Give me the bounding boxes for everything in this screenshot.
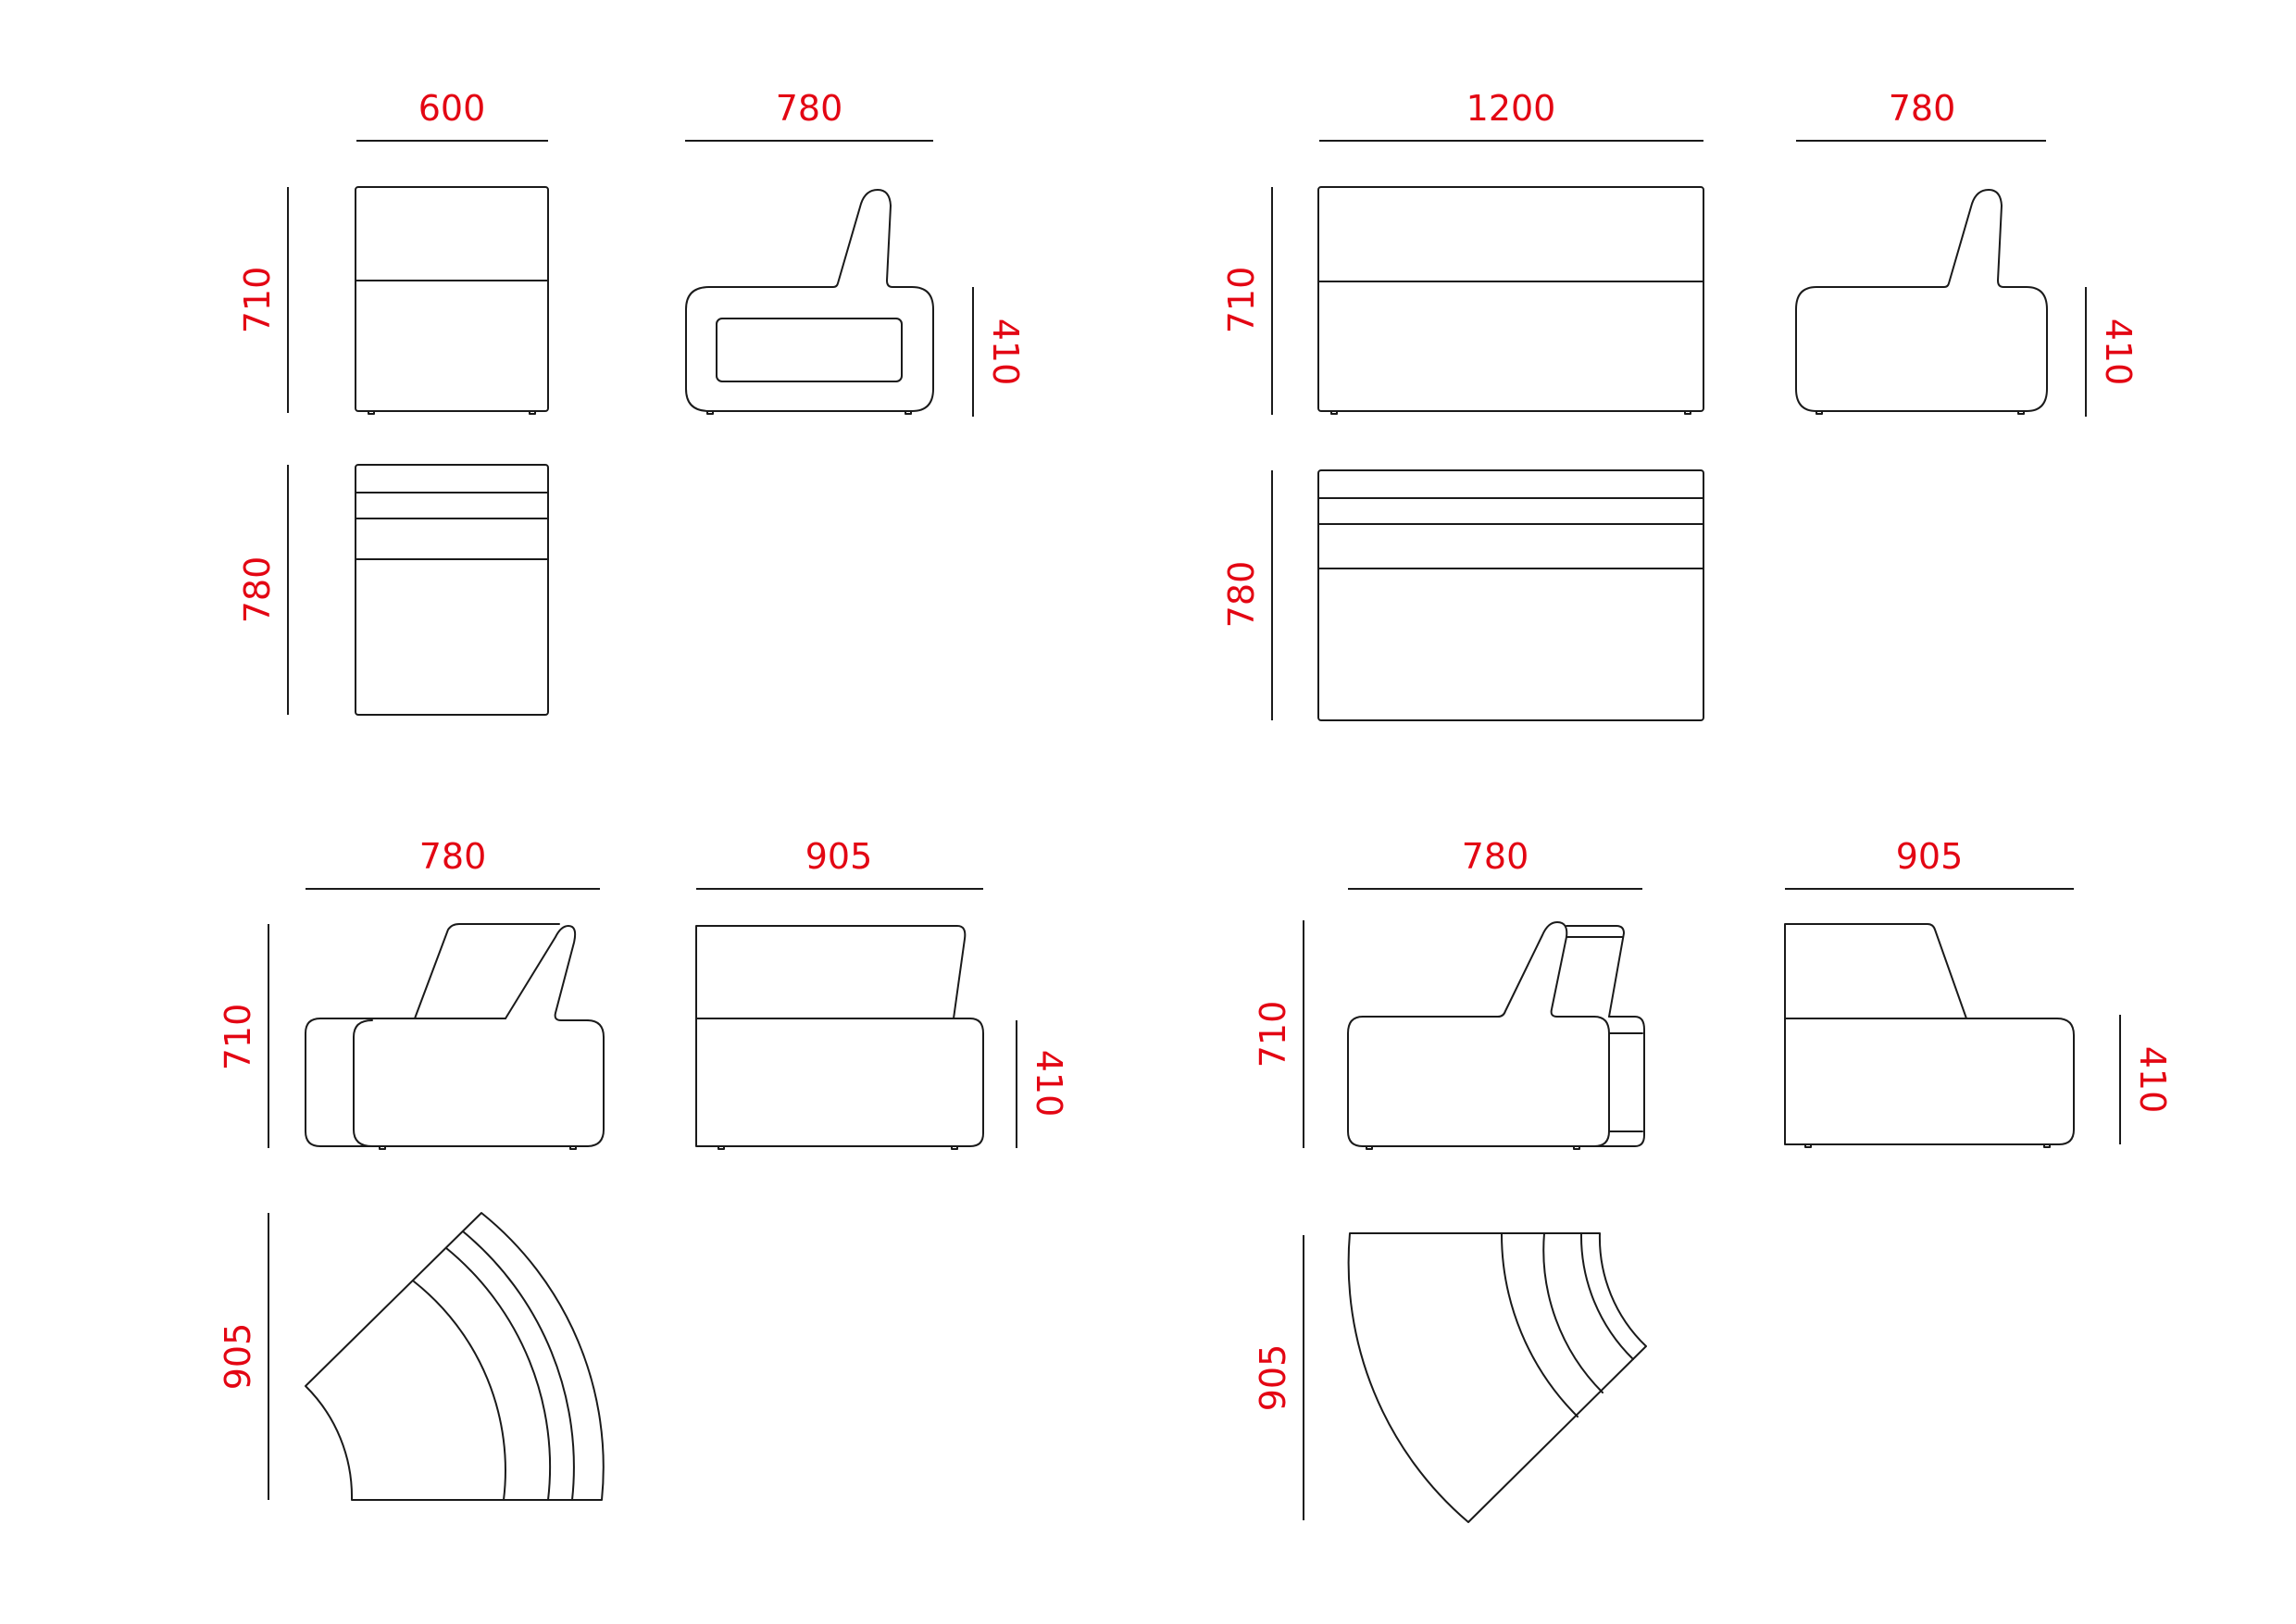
corner-right-front-view: 905 410 (1784, 836, 2173, 1148)
corner-left-front-view: 905 410 (695, 836, 1069, 1150)
corner-right-height-label: 710 (1253, 1001, 1293, 1068)
single-depth-label: 780 (776, 88, 843, 129)
double-front-view: 1200 710 (1221, 88, 1704, 415)
single-plan-view: 780 (237, 464, 549, 716)
corner-right-seat-height-label: 410 (2132, 1046, 2173, 1114)
double-seat-height-label: 410 (2098, 319, 2139, 386)
double-plan-depth-label: 780 (1221, 561, 1262, 629)
double-side-view: 780 410 (1795, 88, 2139, 417)
single-front-view: 600 710 (237, 88, 549, 415)
corner-right-depth-label: 905 (1896, 836, 1964, 877)
single-width-label: 600 (418, 88, 486, 129)
corner-right-width-label: 780 (1462, 836, 1529, 877)
single-side-view: 780 410 (685, 88, 1026, 417)
single-height-label: 710 (237, 267, 278, 334)
corner-right-side-view: 780 710 (1253, 836, 1645, 1150)
group-corner-right: 780 710 905 410 905 (1253, 836, 2173, 1523)
double-plan-view: 780 (1221, 469, 1704, 721)
corner-left-height-label: 710 (218, 1004, 258, 1071)
corner-left-seat-height-label: 410 (1029, 1050, 1069, 1118)
corner-left-side-view: 780 710 (218, 836, 605, 1150)
double-depth-label: 780 (1889, 88, 1956, 129)
corner-left-width-label: 780 (419, 836, 487, 877)
corner-right-plan-view: 905 (1253, 1232, 1647, 1523)
double-width-label: 1200 (1466, 88, 1556, 129)
corner-left-depth-label: 905 (805, 836, 873, 877)
group-single: 600 710 780 410 780 (237, 88, 1026, 716)
corner-left-plan-depth-label: 905 (218, 1323, 258, 1391)
corner-left-plan-view: 905 (218, 1212, 605, 1501)
single-seat-height-label: 410 (985, 319, 1026, 386)
single-plan-depth-label: 780 (237, 556, 278, 624)
group-double: 1200 710 780 410 780 (1221, 88, 2139, 721)
corner-right-plan-depth-label: 905 (1253, 1344, 1293, 1412)
double-height-label: 710 (1221, 267, 1262, 334)
group-corner-left: 780 710 905 410 905 (218, 836, 1069, 1501)
